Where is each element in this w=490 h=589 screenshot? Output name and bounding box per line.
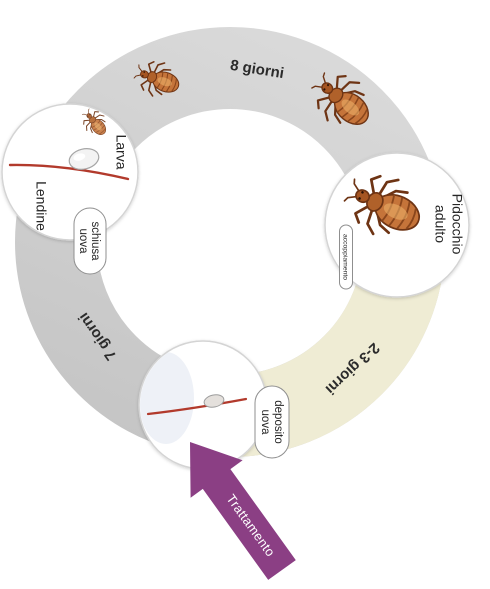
stage-label-nit: Lendine bbox=[33, 181, 49, 231]
event-label-line: schiusa bbox=[89, 222, 101, 262]
stage-label-adult-line: adulto bbox=[432, 205, 448, 243]
stage-label-larva: Larva bbox=[113, 134, 129, 169]
event-label-line: uova bbox=[77, 229, 89, 255]
stage-adult-node: Pidocchio adulto accoppiamento bbox=[325, 153, 469, 297]
event-pill-egg-laying: deposito uova bbox=[255, 386, 289, 458]
event-pill-hatching: schiusa uova bbox=[74, 208, 106, 274]
event-pill-mating: accoppiamento bbox=[340, 225, 353, 289]
stage-label-adult-line: Pidocchio bbox=[449, 194, 465, 255]
event-label-line: deposito bbox=[272, 400, 284, 443]
stage-laying-node: deposito uova bbox=[138, 341, 289, 469]
treatment-arrow: Trattamento bbox=[190, 442, 296, 580]
event-label: accoppiamento bbox=[342, 234, 349, 280]
event-label-line: uova bbox=[259, 410, 271, 436]
stage-circle-larva bbox=[2, 104, 138, 240]
